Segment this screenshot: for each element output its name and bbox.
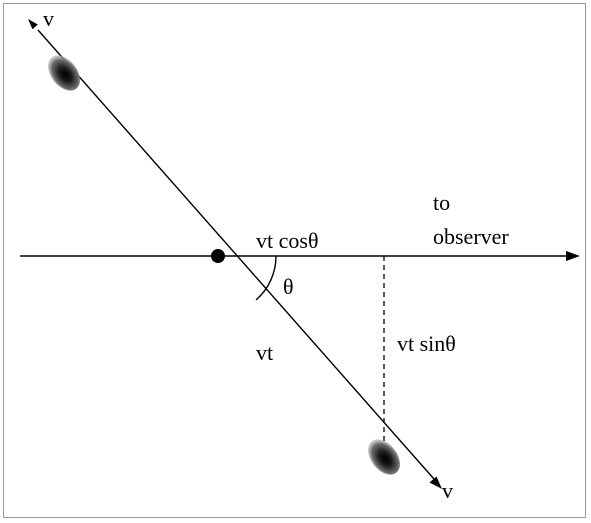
label-v-top: v: [43, 6, 54, 31]
bottom-arrowhead: [429, 476, 442, 489]
label-observer: observer: [433, 224, 509, 249]
label-v-bottom: v: [442, 478, 453, 503]
source-blob-top: [47, 55, 81, 91]
origin-point: [211, 249, 225, 263]
label-vt-cos-theta: vt cosθ: [256, 228, 319, 253]
label-to: to: [433, 190, 451, 215]
diagram-frame: [3, 3, 586, 518]
label-theta: θ: [283, 274, 294, 299]
label-vt-sin-theta: vt sinθ: [397, 331, 456, 356]
observer-arrowhead: [566, 251, 580, 261]
theta-arc: [255, 255, 277, 301]
label-vt: vt: [256, 340, 274, 365]
trajectory-line: [37, 29, 435, 480]
source-blob-bottom: [367, 439, 401, 475]
top-arrowhead: [28, 19, 38, 30]
